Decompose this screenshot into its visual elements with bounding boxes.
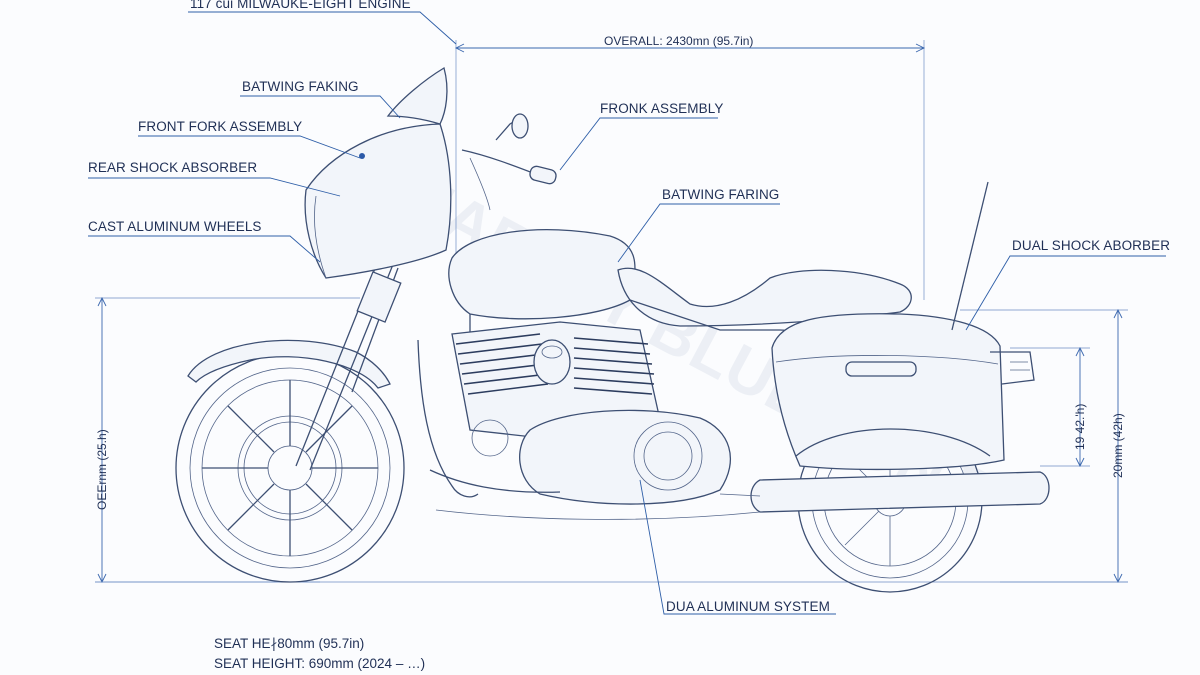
label-dua-aluminum: DUA ALUMINUM SYSTEM <box>666 599 830 614</box>
label-batwing-left: BATWING FAKING <box>242 79 359 94</box>
antenna <box>951 181 989 331</box>
primary-cover <box>471 409 731 505</box>
crash-bar <box>417 339 479 498</box>
label-dual-shock: DUAL SHOCK ABORBER <box>1012 238 1170 253</box>
exhaust <box>429 469 1050 520</box>
leader-lines <box>88 11 1166 615</box>
handlebar <box>461 113 557 211</box>
overall-dimension-label: OVERALL: 2430mn (95.7in) <box>604 34 753 48</box>
batwing-fairing <box>304 67 452 279</box>
label-cast-wheels: CAST ALUMINUM WHEELS <box>88 219 262 234</box>
label-front-fork: FRONT FORK ASSEMBLY <box>138 119 302 134</box>
saddlebag <box>771 313 1035 471</box>
rear-total-label: 20mm (42h) <box>1111 413 1125 478</box>
rear-fender <box>795 428 991 457</box>
rear-small-dimension <box>1010 346 1090 468</box>
front-wheel <box>175 353 405 583</box>
front-fender <box>187 339 391 389</box>
left-height-dimension <box>95 296 360 584</box>
label-rear-shock: REAR SHOCK ABSORBER <box>88 160 257 175</box>
fuel-tank <box>448 229 636 320</box>
spec-line-2: SEAT HEIGHT: 690mm (2024 – …) <box>214 656 425 671</box>
label-batwing-right: BATWING FARING <box>662 187 779 202</box>
left-height-label: OEErnm (25.h) <box>95 429 109 510</box>
rear-small-label: 19 42.'h) <box>1073 404 1087 450</box>
front-fork <box>295 255 402 471</box>
label-fronk-assembly: FRONK ASSEMBLY <box>600 101 723 116</box>
label-engine: 117 cui MILWAUKE-EIGHT ENGINE <box>190 0 411 11</box>
seat <box>617 267 912 327</box>
spec-line-1: SEAT HE∤80mm (95.7in) <box>214 636 364 651</box>
